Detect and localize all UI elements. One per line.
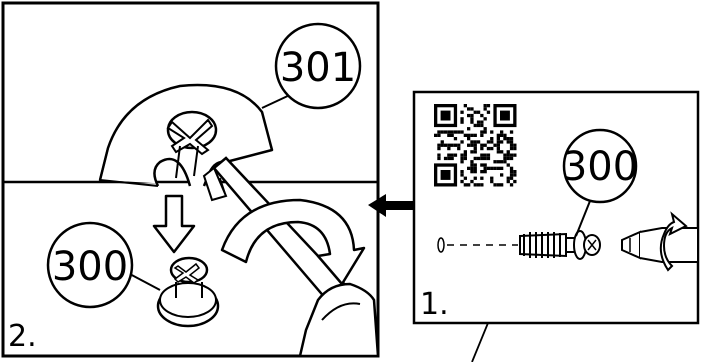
hole-outline (438, 238, 444, 252)
step-1-label: 1. (420, 287, 449, 322)
threaded-cam-bolt (520, 231, 600, 259)
step-2-label: 2. (8, 319, 37, 354)
callout-301-label: 301 (280, 45, 356, 91)
callout-300-left-label: 300 (52, 244, 128, 290)
callout-301: 301 (276, 24, 360, 108)
pointer-line (472, 323, 488, 362)
panel-step-1: 300 1. (414, 92, 698, 323)
callout-300-left: 300 (48, 223, 132, 307)
callout-300-right-label: 300 (562, 144, 638, 190)
callout-300-right: 300 (562, 130, 638, 202)
panel-step-2: 301 300 (3, 3, 378, 356)
